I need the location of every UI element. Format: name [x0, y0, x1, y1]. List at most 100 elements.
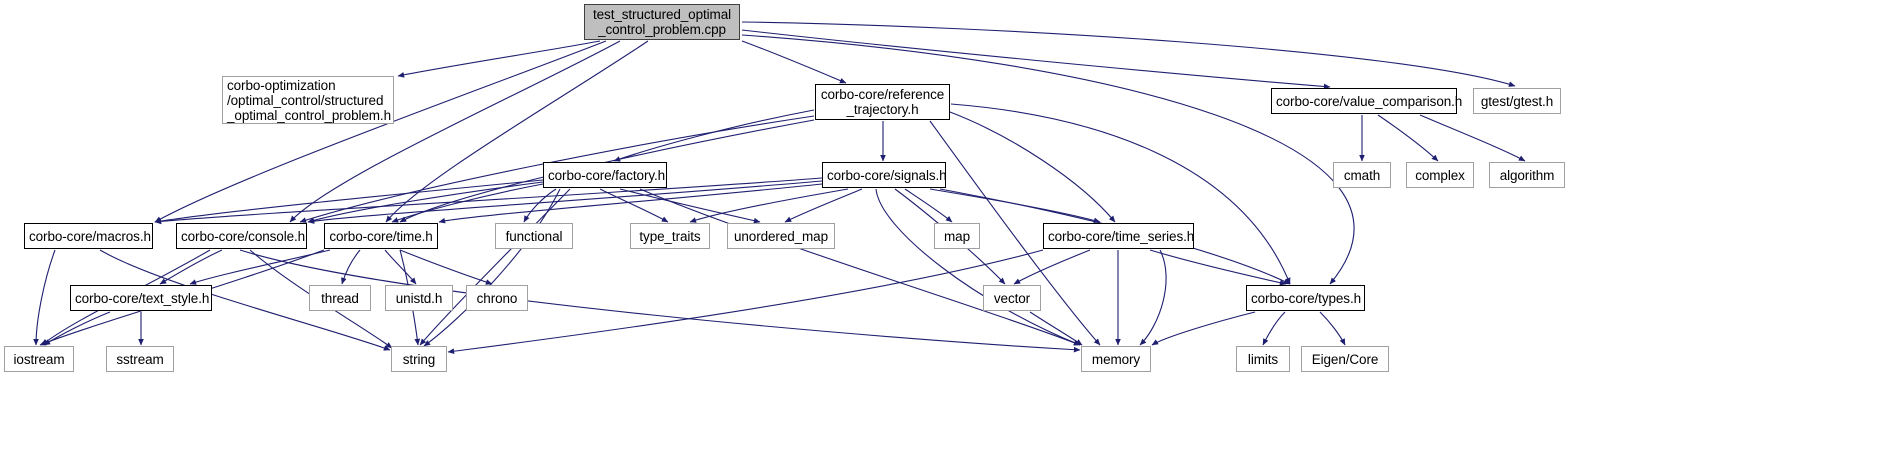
graph-edge: [875, 188, 1081, 346]
graph-edge: [613, 109, 815, 162]
graph-edge: [384, 249, 417, 285]
graph-edge: [341, 249, 361, 285]
graph-edge: [399, 249, 493, 285]
graph-node-time_series[interactable]: corbo-core/time_series.h: [1043, 223, 1194, 249]
graph-edge: [154, 177, 823, 225]
graph-node-label: thread: [321, 290, 359, 306]
graph-node-label: corbo-core/signals.h: [827, 167, 947, 183]
graph-node-functional[interactable]: functional: [495, 223, 573, 249]
graph-edge: [741, 40, 847, 84]
graph-node-time[interactable]: corbo-core/time.h: [324, 223, 438, 249]
graph-edge: [423, 188, 561, 347]
graph-node-label: unistd.h: [395, 290, 443, 306]
graph-node-string[interactable]: string: [391, 346, 447, 372]
graph-node-label: corbo-core/value_comparison.h: [1276, 93, 1463, 109]
graph-node-label: map: [944, 228, 970, 244]
graph-node-label: corbo-core/reference _trajectory.h: [820, 87, 945, 117]
graph-node-label: chrono: [476, 290, 518, 306]
graph-edge: [599, 188, 669, 223]
graph-edge: [385, 40, 649, 223]
graph-edge: [929, 188, 1101, 224]
graph-node-label: string: [402, 351, 436, 367]
graph-node-label: corbo-core/text_style.h: [75, 290, 210, 306]
graph-edge: [1319, 311, 1346, 346]
graph-node-map[interactable]: map: [934, 223, 980, 249]
graph-node-limits[interactable]: limits: [1236, 346, 1290, 372]
graph-node-eigen_core[interactable]: Eigen/Core: [1301, 346, 1389, 372]
graph-edge: [447, 249, 1044, 355]
graph-node-console[interactable]: corbo-core/console.h: [176, 223, 307, 249]
graph-node-label: corbo-optimization /optimal_control/stru…: [227, 77, 391, 123]
graph-edge: [1029, 311, 1083, 346]
graph-node-structured_ocp[interactable]: corbo-optimization /optimal_control/stru…: [222, 76, 394, 124]
graph-edge: [397, 40, 601, 78]
graph-edge: [950, 103, 1291, 285]
graph-node-macros[interactable]: corbo-core/macros.h: [24, 223, 153, 249]
graph-edge: [43, 311, 111, 346]
graph-edge: [689, 188, 849, 223]
graph-node-thread[interactable]: thread: [309, 285, 371, 311]
graph-edge: [639, 188, 1081, 346]
graph-edge: [949, 111, 1116, 223]
graph-edge: [1262, 311, 1286, 346]
graph-node-label: corbo-core/time.h: [329, 228, 433, 244]
graph-edge: [33, 249, 56, 346]
graph-node-sstream[interactable]: sstream: [106, 346, 174, 372]
graph-node-cmath[interactable]: cmath: [1333, 162, 1391, 188]
graph-node-value_comparison[interactable]: corbo-core/value_comparison.h: [1271, 88, 1463, 114]
graph-node-label: unordered_map: [733, 228, 829, 244]
graph-node-label: corbo-core/types.h: [1251, 290, 1362, 306]
graph-edge: [1419, 114, 1526, 162]
graph-edge: [307, 181, 544, 224]
graph-node-label: complex: [1415, 167, 1465, 183]
graph-node-label: functional: [505, 228, 563, 244]
graph-node-memory[interactable]: memory: [1081, 346, 1151, 372]
graph-edge: [419, 188, 571, 346]
graph-node-label: iostream: [13, 351, 65, 367]
graph-node-label: limits: [1247, 351, 1279, 367]
graph-node-label: corbo-core/factory.h: [548, 167, 666, 183]
graph-node-iostream[interactable]: iostream: [4, 346, 74, 372]
graph-node-text_style[interactable]: corbo-core/text_style.h: [70, 285, 212, 311]
graph-node-label: vector: [993, 290, 1031, 306]
graph-node-label: memory: [1091, 351, 1141, 367]
graph-node-signals[interactable]: corbo-core/signals.h: [822, 162, 947, 188]
graph-node-vector[interactable]: vector: [983, 285, 1041, 311]
graph-edge: [289, 40, 621, 223]
graph-node-label: algorithm: [1499, 167, 1555, 183]
graph-node-label: corbo-core/macros.h: [29, 228, 151, 244]
graph-node-chrono[interactable]: chrono: [466, 285, 528, 311]
graph-node-gtest[interactable]: gtest/gtest.h: [1473, 88, 1561, 114]
graph-node-root[interactable]: test_structured_optimal _control_problem…: [584, 4, 740, 40]
graph-node-unordered_map[interactable]: unordered_map: [727, 223, 835, 249]
graph-node-unistd[interactable]: unistd.h: [385, 285, 453, 311]
graph-edge: [784, 188, 863, 223]
graph-edge: [1151, 311, 1256, 346]
graph-edge: [619, 188, 761, 224]
graph-node-label: Eigen/Core: [1311, 351, 1379, 367]
graph-node-reference_trajectory[interactable]: corbo-core/reference _trajectory.h: [815, 84, 950, 120]
graph-edge: [904, 188, 953, 223]
graph-edge: [741, 29, 1331, 90]
graph-edge: [1013, 249, 1091, 285]
graph-edge: [1149, 249, 1287, 286]
graph-edge: [154, 179, 544, 224]
graph-node-factory[interactable]: corbo-core/factory.h: [543, 162, 667, 188]
graph-node-algorithm[interactable]: algorithm: [1489, 162, 1565, 188]
graph-edge: [159, 249, 223, 285]
graph-node-label: type_traits: [639, 228, 701, 244]
graph-edge: [1139, 249, 1167, 346]
graph-node-label: cmath: [1343, 167, 1381, 183]
graph-edge: [741, 21, 1516, 87]
graph-edge: [438, 183, 823, 224]
graph-node-label: test_structured_optimal _control_problem…: [592, 7, 732, 37]
graph-edge: [523, 188, 557, 223]
graph-edge: [391, 183, 544, 223]
graph-node-type_traits[interactable]: type_traits: [630, 223, 710, 249]
graph-node-types[interactable]: corbo-core/types.h: [1246, 285, 1365, 311]
graph-node-label: gtest/gtest.h: [1480, 93, 1554, 109]
graph-edge: [1377, 114, 1439, 162]
graph-node-label: corbo-core/time_series.h: [1048, 228, 1195, 244]
graph-node-complex[interactable]: complex: [1406, 162, 1474, 188]
